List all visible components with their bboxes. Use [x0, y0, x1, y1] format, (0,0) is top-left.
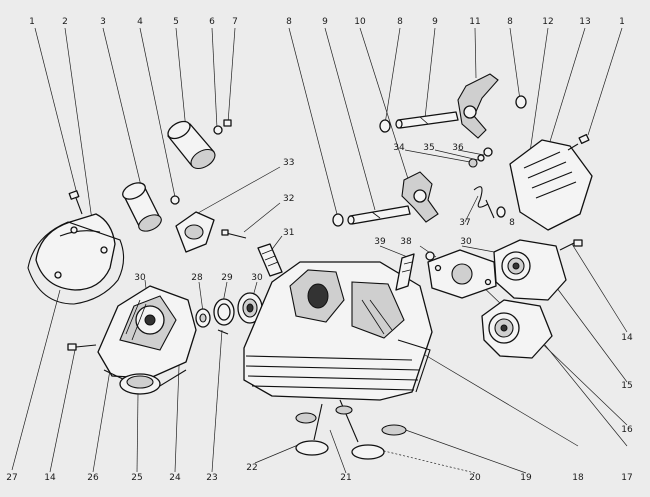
leader-lines	[11, 27, 628, 474]
bolt-left-14	[67, 343, 97, 351]
washer-28	[195, 308, 211, 328]
callout-17: 17	[621, 473, 632, 483]
callout-39: 39	[374, 237, 386, 247]
rocker-arm-lower	[401, 171, 439, 223]
washer-8-upper-left	[379, 119, 391, 133]
callout-19: 19	[520, 473, 532, 483]
callout-29: 29	[221, 273, 233, 283]
retainer-38	[425, 251, 435, 261]
callout-3: 3	[100, 17, 106, 27]
valve-spring-39	[395, 253, 415, 291]
bolt-right	[567, 133, 590, 151]
callout-38: 38	[400, 237, 412, 247]
right-cam-housing-lower	[481, 299, 553, 359]
callout-1-top-left: 1	[29, 17, 35, 27]
callout-5: 5	[173, 17, 179, 27]
right-rocker-cover	[509, 139, 593, 231]
callout-2: 2	[62, 17, 68, 27]
callout-28: 28	[191, 273, 203, 283]
rocker-shaft-lower	[347, 205, 411, 225]
callout-14-right: 14	[621, 333, 633, 343]
washer-6	[213, 125, 223, 135]
nut-35	[477, 154, 485, 162]
callout-30-middle: 30	[251, 273, 263, 283]
rocker-shaft-upper	[395, 111, 459, 129]
callout-9-a: 9	[322, 17, 328, 27]
pushrod-tube-5	[167, 120, 216, 170]
rocker-arm-upper	[457, 73, 499, 139]
gasket-16	[427, 249, 497, 299]
callout-8-d: 8	[509, 218, 515, 228]
callout-27: 27	[6, 473, 17, 483]
bolt-right-14	[559, 239, 583, 251]
stud-32	[221, 229, 247, 239]
callout-9-b: 9	[432, 17, 438, 27]
washer-8-lower-left	[332, 213, 344, 227]
callout-32: 32	[283, 194, 294, 204]
pushrod-tube-3	[122, 182, 162, 232]
left-rocker-cover	[35, 213, 116, 291]
valve-exhaust	[339, 399, 407, 460]
callout-18: 18	[572, 473, 584, 483]
callout-8-b: 8	[397, 17, 403, 27]
callout-23: 23	[206, 473, 217, 483]
bolt-left	[68, 190, 83, 215]
callout-36: 36	[452, 143, 464, 153]
callout-10: 10	[354, 17, 366, 27]
nut-7	[223, 119, 232, 127]
valve-collet	[295, 405, 353, 424]
callout-8-a: 8	[286, 17, 292, 27]
washer-29	[213, 298, 235, 326]
inlet-flange-gasket	[175, 211, 215, 253]
callout-8-c: 8	[507, 17, 513, 27]
spring-37	[473, 186, 495, 219]
callout-35: 35	[423, 143, 434, 153]
callout-33: 33	[283, 158, 294, 168]
washer-8-upper-right	[515, 95, 527, 109]
callout-22: 22	[246, 463, 257, 473]
seal-ring-25	[119, 373, 161, 395]
callout-30-right: 30	[460, 237, 472, 247]
callout-12: 12	[542, 17, 553, 27]
valve-inlet	[295, 403, 329, 456]
callout-1-top-right: 1	[619, 17, 625, 27]
callout-16: 16	[621, 425, 633, 435]
washer-8-lower-right	[496, 206, 506, 218]
right-cam-housing-upper	[493, 239, 567, 301]
callout-21: 21	[340, 473, 351, 483]
valve-spring-31	[257, 243, 283, 277]
callout-14-left: 14	[44, 473, 56, 483]
callout-7: 7	[232, 17, 238, 27]
callout-30-left: 30	[134, 273, 146, 283]
callout-34: 34	[393, 143, 405, 153]
callout-6: 6	[209, 17, 215, 27]
callout-4: 4	[137, 17, 143, 27]
callout-37: 37	[459, 218, 470, 228]
cylinder-head	[243, 261, 433, 401]
callout-20: 20	[469, 473, 481, 483]
callout-13: 13	[579, 17, 590, 27]
nut-4	[170, 195, 180, 205]
nut-36	[483, 147, 493, 157]
callout-11: 11	[469, 17, 480, 27]
left-cam-housing	[97, 285, 197, 393]
adjuster-34	[468, 158, 478, 168]
left-cover-gasket	[27, 221, 125, 305]
callout-labels: 1 2 3 4 5 6 7 8 9 10 8 9 11 8 12 13 1 33…	[6, 17, 633, 483]
callout-26: 26	[87, 473, 99, 483]
callout-25: 25	[131, 473, 142, 483]
callout-15: 15	[621, 381, 632, 391]
callout-24: 24	[169, 473, 181, 483]
dowel-23	[217, 329, 229, 335]
callout-31: 31	[283, 228, 294, 238]
